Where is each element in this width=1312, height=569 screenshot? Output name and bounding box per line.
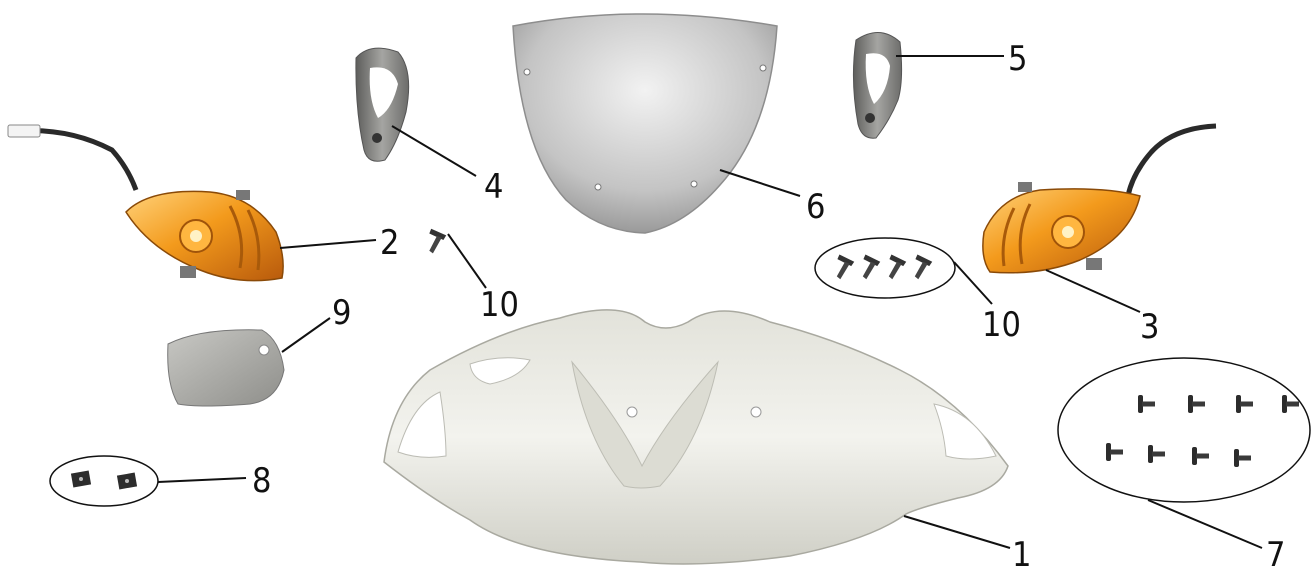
leader-line-7 <box>1148 500 1262 548</box>
screw-set-four-part <box>815 238 955 298</box>
leader-line-4 <box>392 126 476 176</box>
right-turn-signal-part <box>983 126 1216 273</box>
front-handlebar-cover-part <box>384 310 1008 564</box>
callout-8: 8 <box>252 461 271 501</box>
leader-line-8 <box>158 478 246 482</box>
callout-1: 1 <box>1012 535 1031 569</box>
callout-7: 7 <box>1266 535 1285 569</box>
leader-line-9 <box>282 318 330 352</box>
callout-10-left: 10 <box>480 285 519 325</box>
callout-4: 4 <box>484 167 503 207</box>
callout-5: 5 <box>1008 39 1027 79</box>
callout-2: 2 <box>380 223 399 263</box>
single-screw-part <box>426 229 447 256</box>
leader-line-6 <box>720 170 800 196</box>
callout-6: 6 <box>806 187 825 227</box>
leader-line-2 <box>280 240 376 248</box>
left-turn-signal-part <box>8 125 283 281</box>
clip-nut-pair-part <box>50 456 158 506</box>
windscreen-part <box>513 14 777 233</box>
callout-3: 3 <box>1140 307 1159 347</box>
left-mirror-bracket-part <box>356 48 409 161</box>
cover-plate-part <box>168 330 284 406</box>
leader-line-3 <box>1046 270 1140 312</box>
leader-line-1 <box>904 516 1010 548</box>
callout-9: 9 <box>332 293 351 333</box>
callout-10-right: 10 <box>982 305 1021 345</box>
leader-line-10a <box>448 234 486 288</box>
screw-set-eight-part <box>1058 358 1310 502</box>
right-mirror-bracket-part <box>853 32 901 138</box>
leader-line-10b <box>954 262 992 304</box>
